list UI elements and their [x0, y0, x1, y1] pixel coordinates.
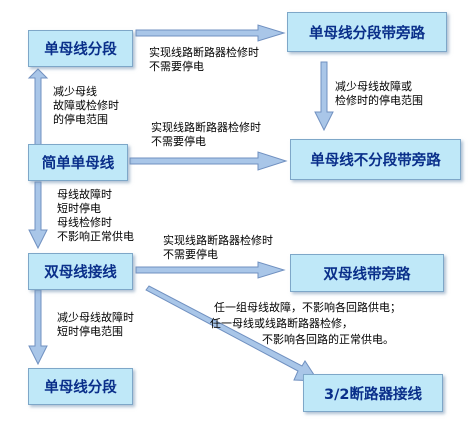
arrow-lower-horizontal [135, 261, 286, 279]
box-breaker-3-2: 3/2断路器接线 [303, 374, 443, 412]
box-single-busbar-unsectioned-bypass: 单母线不分段带旁路 [290, 139, 461, 180]
box-double-busbar-bypass: 双母线带旁路 [290, 254, 444, 292]
note-lower-horizontal: 实现线路断路器检修时 不需要停电 [163, 234, 273, 261]
arrow-left-bottom-vertical [28, 289, 48, 366]
arrow-middle-horizontal [129, 151, 288, 171]
arrow-left-vertical-down [28, 181, 48, 250]
arrow-left-vertical-up [27, 68, 49, 149]
note-left-top-vertical: 减少母线 故障或检修时 的停电范围 [53, 85, 119, 126]
box-single-busbar-sectioned-bottom: 单母线分段 [28, 368, 133, 405]
box-single-busbar-sectioned-top: 单母线分段 [28, 30, 133, 67]
note-middle-horizontal: 实现线路断路器检修时 不需要停电 [151, 121, 261, 148]
note-top-horizontal: 实现线路断路器检修时 不需要停电 [149, 46, 259, 73]
note-left-bottom-vertical: 减少母线故障时 短时停电范围 [57, 311, 134, 338]
arrow-diagonal [145, 285, 319, 382]
box-single-busbar-sectioned-bypass: 单母线分段带旁路 [287, 12, 447, 52]
arrow-top-horizontal [135, 24, 286, 42]
box-double-busbar: 双母线接线 [28, 253, 133, 290]
box-simple-single-busbar: 简单单母线 [28, 144, 128, 181]
note-left-middle-vertical: 母线故障时 短时停电 母线检修时 不影响正常供电 [57, 188, 134, 243]
arrow-right-vertical [314, 61, 334, 132]
note-diagonal: 任一组母线故障，不影响各回路供电； 任一母线或线路断路器检修， 不影响各回路的正… [210, 301, 401, 346]
note-right-top-vertical: 减少母线故障或 检修时的停电范围 [335, 80, 423, 107]
